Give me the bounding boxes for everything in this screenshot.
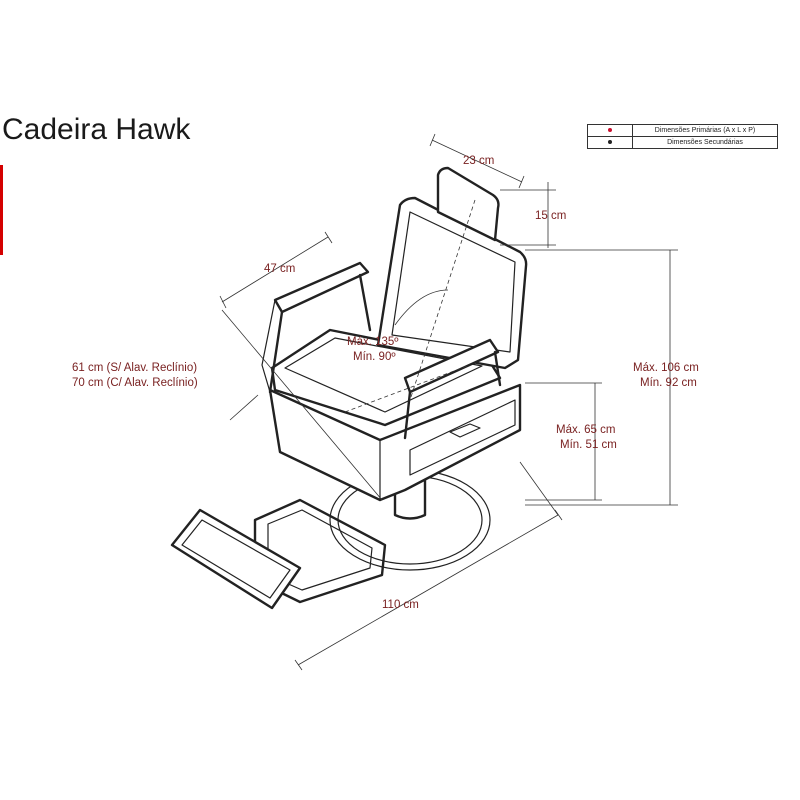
emblem: [449, 423, 481, 438]
dim-seat-height-min: Mín. 51 cm: [560, 439, 617, 451]
seat-centerline: [344, 364, 471, 413]
seat-top: [284, 337, 483, 413]
armrest-left: [273, 261, 370, 314]
backrest-centerline: [409, 199, 476, 401]
recline-arc: [394, 289, 449, 326]
dim-headrest-height: 15 cm: [535, 210, 566, 222]
page-title: Cadeira Hawk: [2, 113, 191, 146]
dim-total-length: 110 cm: [382, 599, 419, 611]
legend-table: Dimensões Primárias (A x L x P) Dimensõe…: [587, 124, 778, 149]
armrest-right: [403, 338, 500, 394]
accent-bar: [0, 165, 3, 255]
legend-label-secondary: Dimensões Secundárias: [632, 136, 778, 149]
lower-body: [268, 383, 522, 502]
dim-depth-with-lever: 70 cm (C/ Alav. Reclínio): [72, 377, 198, 389]
dimension-lines: [219, 133, 678, 671]
pedestal: [393, 478, 427, 520]
dim-recline-min: Mín. 90º: [353, 351, 396, 363]
legend-row-primary: Dimensões Primárias (A x L x P): [587, 124, 778, 137]
legend-row-secondary: Dimensões Secundárias: [587, 136, 778, 149]
black-dot-icon: [608, 140, 612, 145]
chair-illustration: [170, 166, 528, 610]
backrest-inner: [391, 211, 516, 353]
dim-headrest-width: 23 cm: [463, 155, 494, 167]
dim-armrest-spacing: 47 cm: [264, 263, 295, 275]
armrest-right-support: [403, 350, 502, 440]
armrest-left-side: [261, 299, 276, 393]
dim-total-height-max: Máx. 106 cm: [633, 362, 699, 374]
dim-total-height-min: Mín. 92 cm: [640, 377, 697, 389]
armrest-left-support: [268, 273, 372, 394]
backrest: [376, 196, 528, 370]
footplate: [170, 508, 302, 610]
footplate-inner: [181, 519, 291, 599]
side-panel: [409, 399, 516, 476]
dim-depth-without-lever: 61 cm (S/ Alav. Reclínio): [72, 362, 197, 374]
headrest: [436, 166, 500, 242]
legend-dot-secondary-cell: [587, 136, 633, 149]
dim-recline-max: Máx. 135º: [347, 336, 399, 348]
red-dot-icon: [608, 128, 612, 133]
dim-seat-height-max: Máx. 65 cm: [556, 424, 615, 436]
